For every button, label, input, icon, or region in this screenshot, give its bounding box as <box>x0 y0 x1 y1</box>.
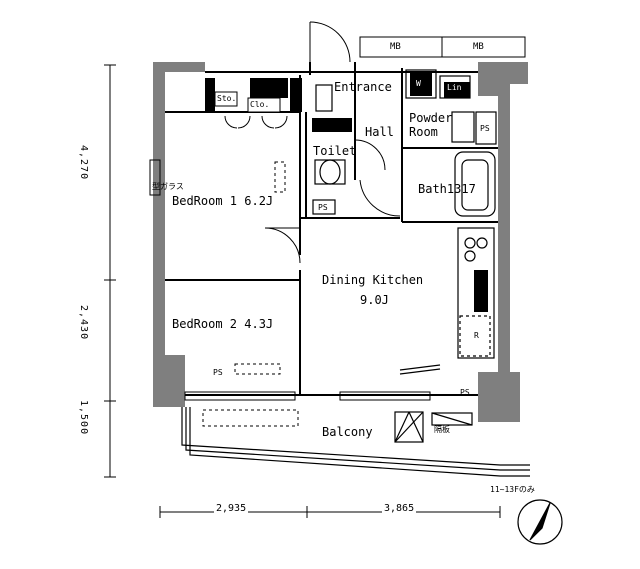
mb-left-label: MB <box>390 42 401 52</box>
dim-bottom-right: 3,865 <box>382 503 417 514</box>
hall-label: Hall <box>365 125 394 139</box>
powder-room-label-line2: Room <box>409 125 438 139</box>
balcony-outline <box>181 407 530 477</box>
toilet-fixture <box>312 159 346 215</box>
windows <box>149 36 526 401</box>
ps-balcony-label: PS <box>460 388 470 397</box>
dim-left-bottom: 1,500 <box>78 400 89 436</box>
storage-blocks <box>205 78 488 312</box>
bedroom1-door <box>264 227 301 264</box>
closet-doors <box>224 115 288 129</box>
storage-label: Sto. <box>217 94 237 103</box>
outer-walls <box>153 62 528 422</box>
bedroom1-label: BedRoom 1 6.2J <box>172 194 274 208</box>
bedroom2-label: BedRoom 2 4.3J <box>172 317 274 331</box>
ps-powder-label: PS <box>480 124 490 133</box>
linen-label: Lin <box>447 83 462 92</box>
balcony-note-label: 隔板 <box>434 425 450 434</box>
closet-label: Clo. <box>250 100 270 109</box>
washroom-fixtures <box>315 69 497 217</box>
entrance-label: Entrance <box>334 80 392 94</box>
window-note-label: 型ガラス <box>152 182 184 191</box>
kitchen-fixtures <box>399 227 495 375</box>
dashed-hints <box>202 161 299 427</box>
dining-kitchen-size: 9.0J <box>360 293 389 307</box>
dim-left-top: 4,270 <box>78 145 89 181</box>
toilet-door <box>354 139 401 217</box>
mb-right-label: MB <box>473 42 484 52</box>
ps-bedroom2-label: PS <box>213 368 223 377</box>
ps-toilet-label: PS <box>318 203 328 212</box>
dim-left-mid: 2,430 <box>78 305 89 341</box>
dining-kitchen-label: Dining Kitchen <box>322 273 424 287</box>
balcony-label: Balcony <box>322 425 373 439</box>
bath-label: Bath1317 <box>418 182 476 196</box>
washer-label: W <box>416 79 421 88</box>
powder-room-label-line1: Powder <box>409 111 453 125</box>
north-arrow-icon <box>517 499 563 545</box>
washroom-dark <box>410 72 470 98</box>
dim-bottom-left: 2,935 <box>214 503 249 514</box>
entrance-door <box>309 21 351 63</box>
floor-note-label: 11~13Fのみ <box>490 485 535 494</box>
toilet-label: Toilet <box>313 144 357 158</box>
closet-boxes <box>214 91 281 113</box>
fridge-label: R <box>474 331 479 340</box>
